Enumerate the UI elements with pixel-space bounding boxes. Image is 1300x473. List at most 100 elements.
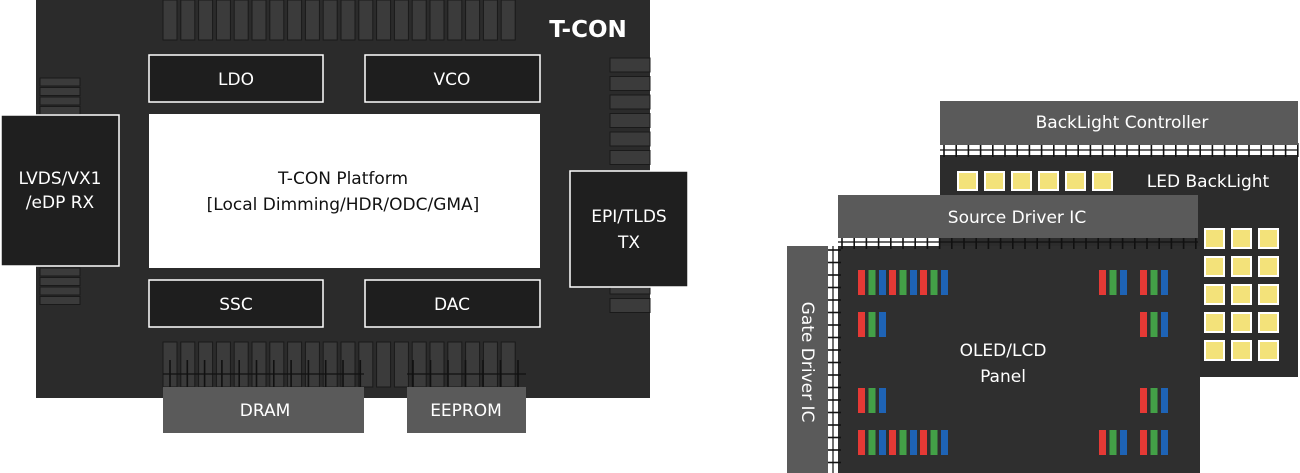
pin-pad <box>609 150 651 165</box>
pixel-subpixel <box>868 430 876 455</box>
pin-pad <box>500 0 516 41</box>
pin-pad <box>500 341 516 388</box>
led-cell <box>1258 228 1279 249</box>
led-cell <box>1231 256 1252 277</box>
pin-pad <box>609 94 651 110</box>
backlight-controller-label: BackLight Controller <box>1036 113 1209 133</box>
pixel-subpixel <box>1150 430 1158 455</box>
pixel-subpixel <box>868 388 876 413</box>
led-backlight-label: LED BackLight <box>1147 172 1270 192</box>
pixel-subpixel <box>879 388 886 413</box>
tcon-left-pins <box>39 77 81 305</box>
rx-block <box>0 114 120 267</box>
pixel-subpixel <box>879 430 886 455</box>
dac-label: DAC <box>434 295 470 315</box>
tcon-title: T-CON <box>549 17 627 43</box>
pin-pad <box>465 341 481 388</box>
pin-pad <box>233 341 249 388</box>
pin-pad <box>393 0 409 41</box>
led-cell <box>1231 228 1252 249</box>
pin-pad <box>609 131 651 147</box>
led-cell <box>1231 340 1252 361</box>
tx-block <box>569 170 689 288</box>
pixel-subpixel <box>1140 270 1147 295</box>
rx-label-line1: LVDS/VX1 <box>19 169 102 189</box>
pixel-subpixel <box>1150 312 1158 337</box>
pixel-subpixel <box>1099 270 1106 295</box>
pin-pad <box>39 286 81 296</box>
pixel-subpixel <box>1150 270 1158 295</box>
pin-pad <box>251 0 267 41</box>
dac-block <box>364 279 541 328</box>
pixel-subpixel <box>1140 388 1147 413</box>
eeprom-label: EEPROM <box>430 401 502 421</box>
tcon-top-pins <box>162 0 516 41</box>
pin-pad <box>609 113 651 128</box>
ssc-label: SSC <box>219 295 252 315</box>
vco-block <box>364 54 541 103</box>
pixel-subpixel <box>1109 270 1117 295</box>
vco-label: VCO <box>434 70 471 90</box>
pin-pad <box>609 76 651 91</box>
ssc-block <box>148 279 324 328</box>
pixel-subpixel <box>930 270 938 295</box>
pin-pad <box>198 0 214 41</box>
pin-pad <box>482 0 498 41</box>
pin-pad <box>411 341 427 388</box>
eeprom-chip <box>407 387 526 433</box>
led-cell <box>1204 228 1225 249</box>
led-cell <box>1065 171 1086 191</box>
pixel-subpixel <box>1120 270 1127 295</box>
pin-pad <box>287 341 303 388</box>
gate-driver-ic <box>787 246 828 473</box>
pixel-subpixel <box>1150 388 1158 413</box>
pin-pad <box>198 341 214 388</box>
pin-pad <box>39 106 81 115</box>
tcon-platform-line2: [Local Dimming/HDR/ODC/GMA] <box>207 195 480 215</box>
oled-lcd-panel <box>838 246 1200 473</box>
tcon-platform-block <box>149 114 540 268</box>
pixel-subpixel <box>1161 430 1168 455</box>
pixel-subpixel <box>858 270 865 295</box>
pixel-subpixel <box>899 430 907 455</box>
pixel-subpixel <box>879 270 886 295</box>
led-cell <box>1204 312 1225 333</box>
pixel-subpixel <box>899 270 907 295</box>
pixel-subpixel <box>941 430 948 455</box>
led-cell <box>1258 284 1279 305</box>
dram-pins <box>163 360 364 387</box>
tx-label-line1: EPI/TLDS <box>591 207 666 227</box>
pixel-subpixel <box>858 430 865 455</box>
pin-pad <box>39 77 81 87</box>
pin-pad <box>447 0 463 41</box>
pin-pad <box>39 296 81 305</box>
source-driver-ic <box>838 195 1198 238</box>
pin-pad <box>39 96 81 106</box>
led-cell <box>1231 284 1252 305</box>
pin-pad <box>251 341 267 388</box>
tcon-platform-line1: T-CON Platform <box>277 169 408 189</box>
backlight-controller <box>940 101 1298 145</box>
led-cell <box>1231 312 1252 333</box>
pin-pad <box>180 0 196 41</box>
gate-driver-label: Gate Driver IC <box>797 302 817 423</box>
led-cell <box>1258 312 1279 333</box>
pixel-subpixel <box>941 270 948 295</box>
pixel-subpixel <box>858 388 865 413</box>
led-cell <box>1204 284 1225 305</box>
ldo-label: LDO <box>218 70 254 90</box>
led-cell <box>1204 256 1225 277</box>
pixel-subpixel <box>858 312 865 337</box>
dram-chip <box>163 387 364 433</box>
pixel-subpixel <box>1099 430 1106 455</box>
pixel-subpixel <box>1120 430 1127 455</box>
pin-pad <box>447 341 463 388</box>
led-cell <box>1258 256 1279 277</box>
pin-pad <box>233 0 249 41</box>
led-cell <box>1258 340 1279 361</box>
pixel-array <box>858 270 1168 455</box>
pin-pad <box>269 341 285 388</box>
ldo-block <box>148 54 324 103</box>
pixel-subpixel <box>930 430 938 455</box>
pixel-subpixel <box>889 270 896 295</box>
